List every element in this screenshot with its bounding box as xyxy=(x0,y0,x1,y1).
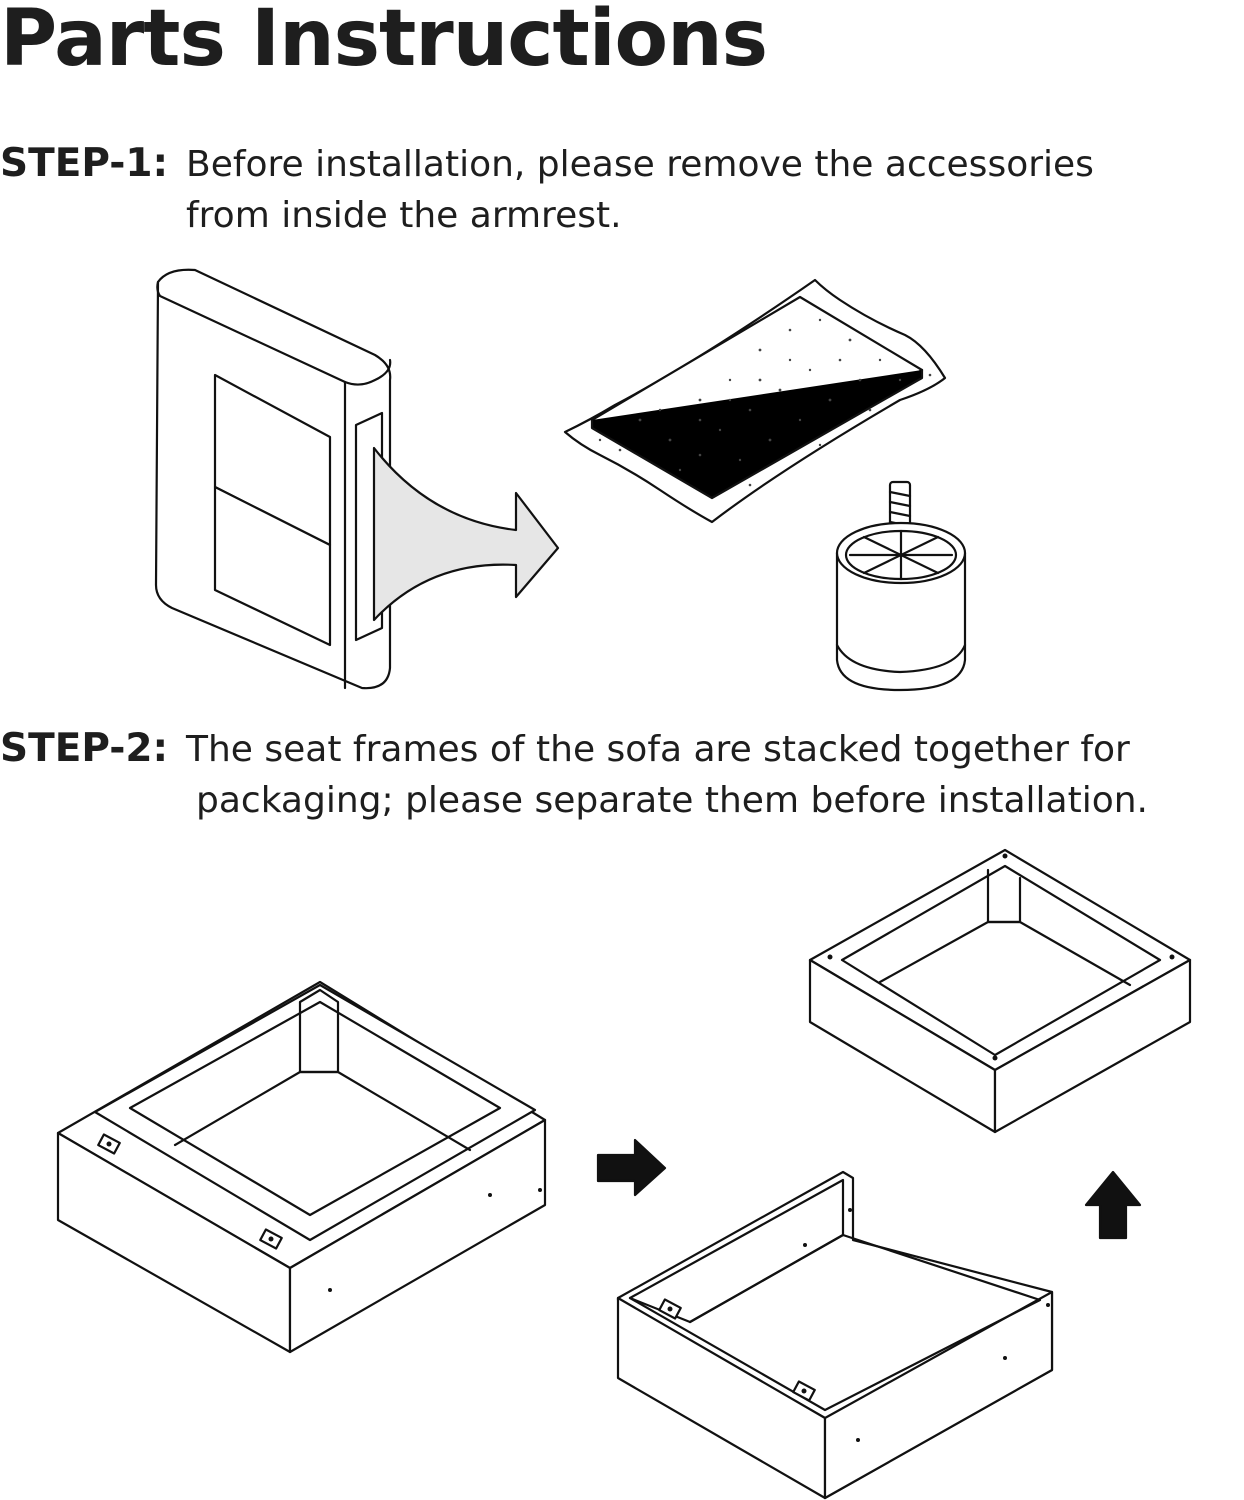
step-2-label: STEP-2: xyxy=(0,726,169,771)
upper-seat-frame-icon xyxy=(808,848,1192,1134)
page-title: Parts Instructions xyxy=(0,0,768,84)
step-2-line-2: packaging; please separate them before i… xyxy=(196,780,1148,821)
step-1-text: Before installation, please remove the a… xyxy=(186,139,1094,241)
step-2-illustration xyxy=(56,848,1192,1500)
foam-pad-icon xyxy=(563,278,947,524)
step-1-line-2: from inside the armrest. xyxy=(186,195,622,236)
stacked-seat-frames-icon xyxy=(56,980,547,1354)
right-arrow-icon xyxy=(596,1138,667,1197)
sofa-leg-icon xyxy=(835,480,967,692)
step-2-text: The seat frames of the sofa are stacked … xyxy=(186,724,1148,826)
pull-out-arrow-icon xyxy=(372,446,560,622)
armrest-cushion-icon xyxy=(154,268,392,690)
step-2-line-1: The seat frames of the sofa are stacked … xyxy=(186,729,1130,770)
step-1-illustration xyxy=(154,268,967,692)
step-1-label: STEP-1: xyxy=(0,141,169,186)
step-1-line-1: Before installation, please remove the a… xyxy=(186,144,1094,185)
lower-seat-frame-icon xyxy=(616,1170,1054,1500)
up-arrow-icon xyxy=(1084,1170,1142,1240)
